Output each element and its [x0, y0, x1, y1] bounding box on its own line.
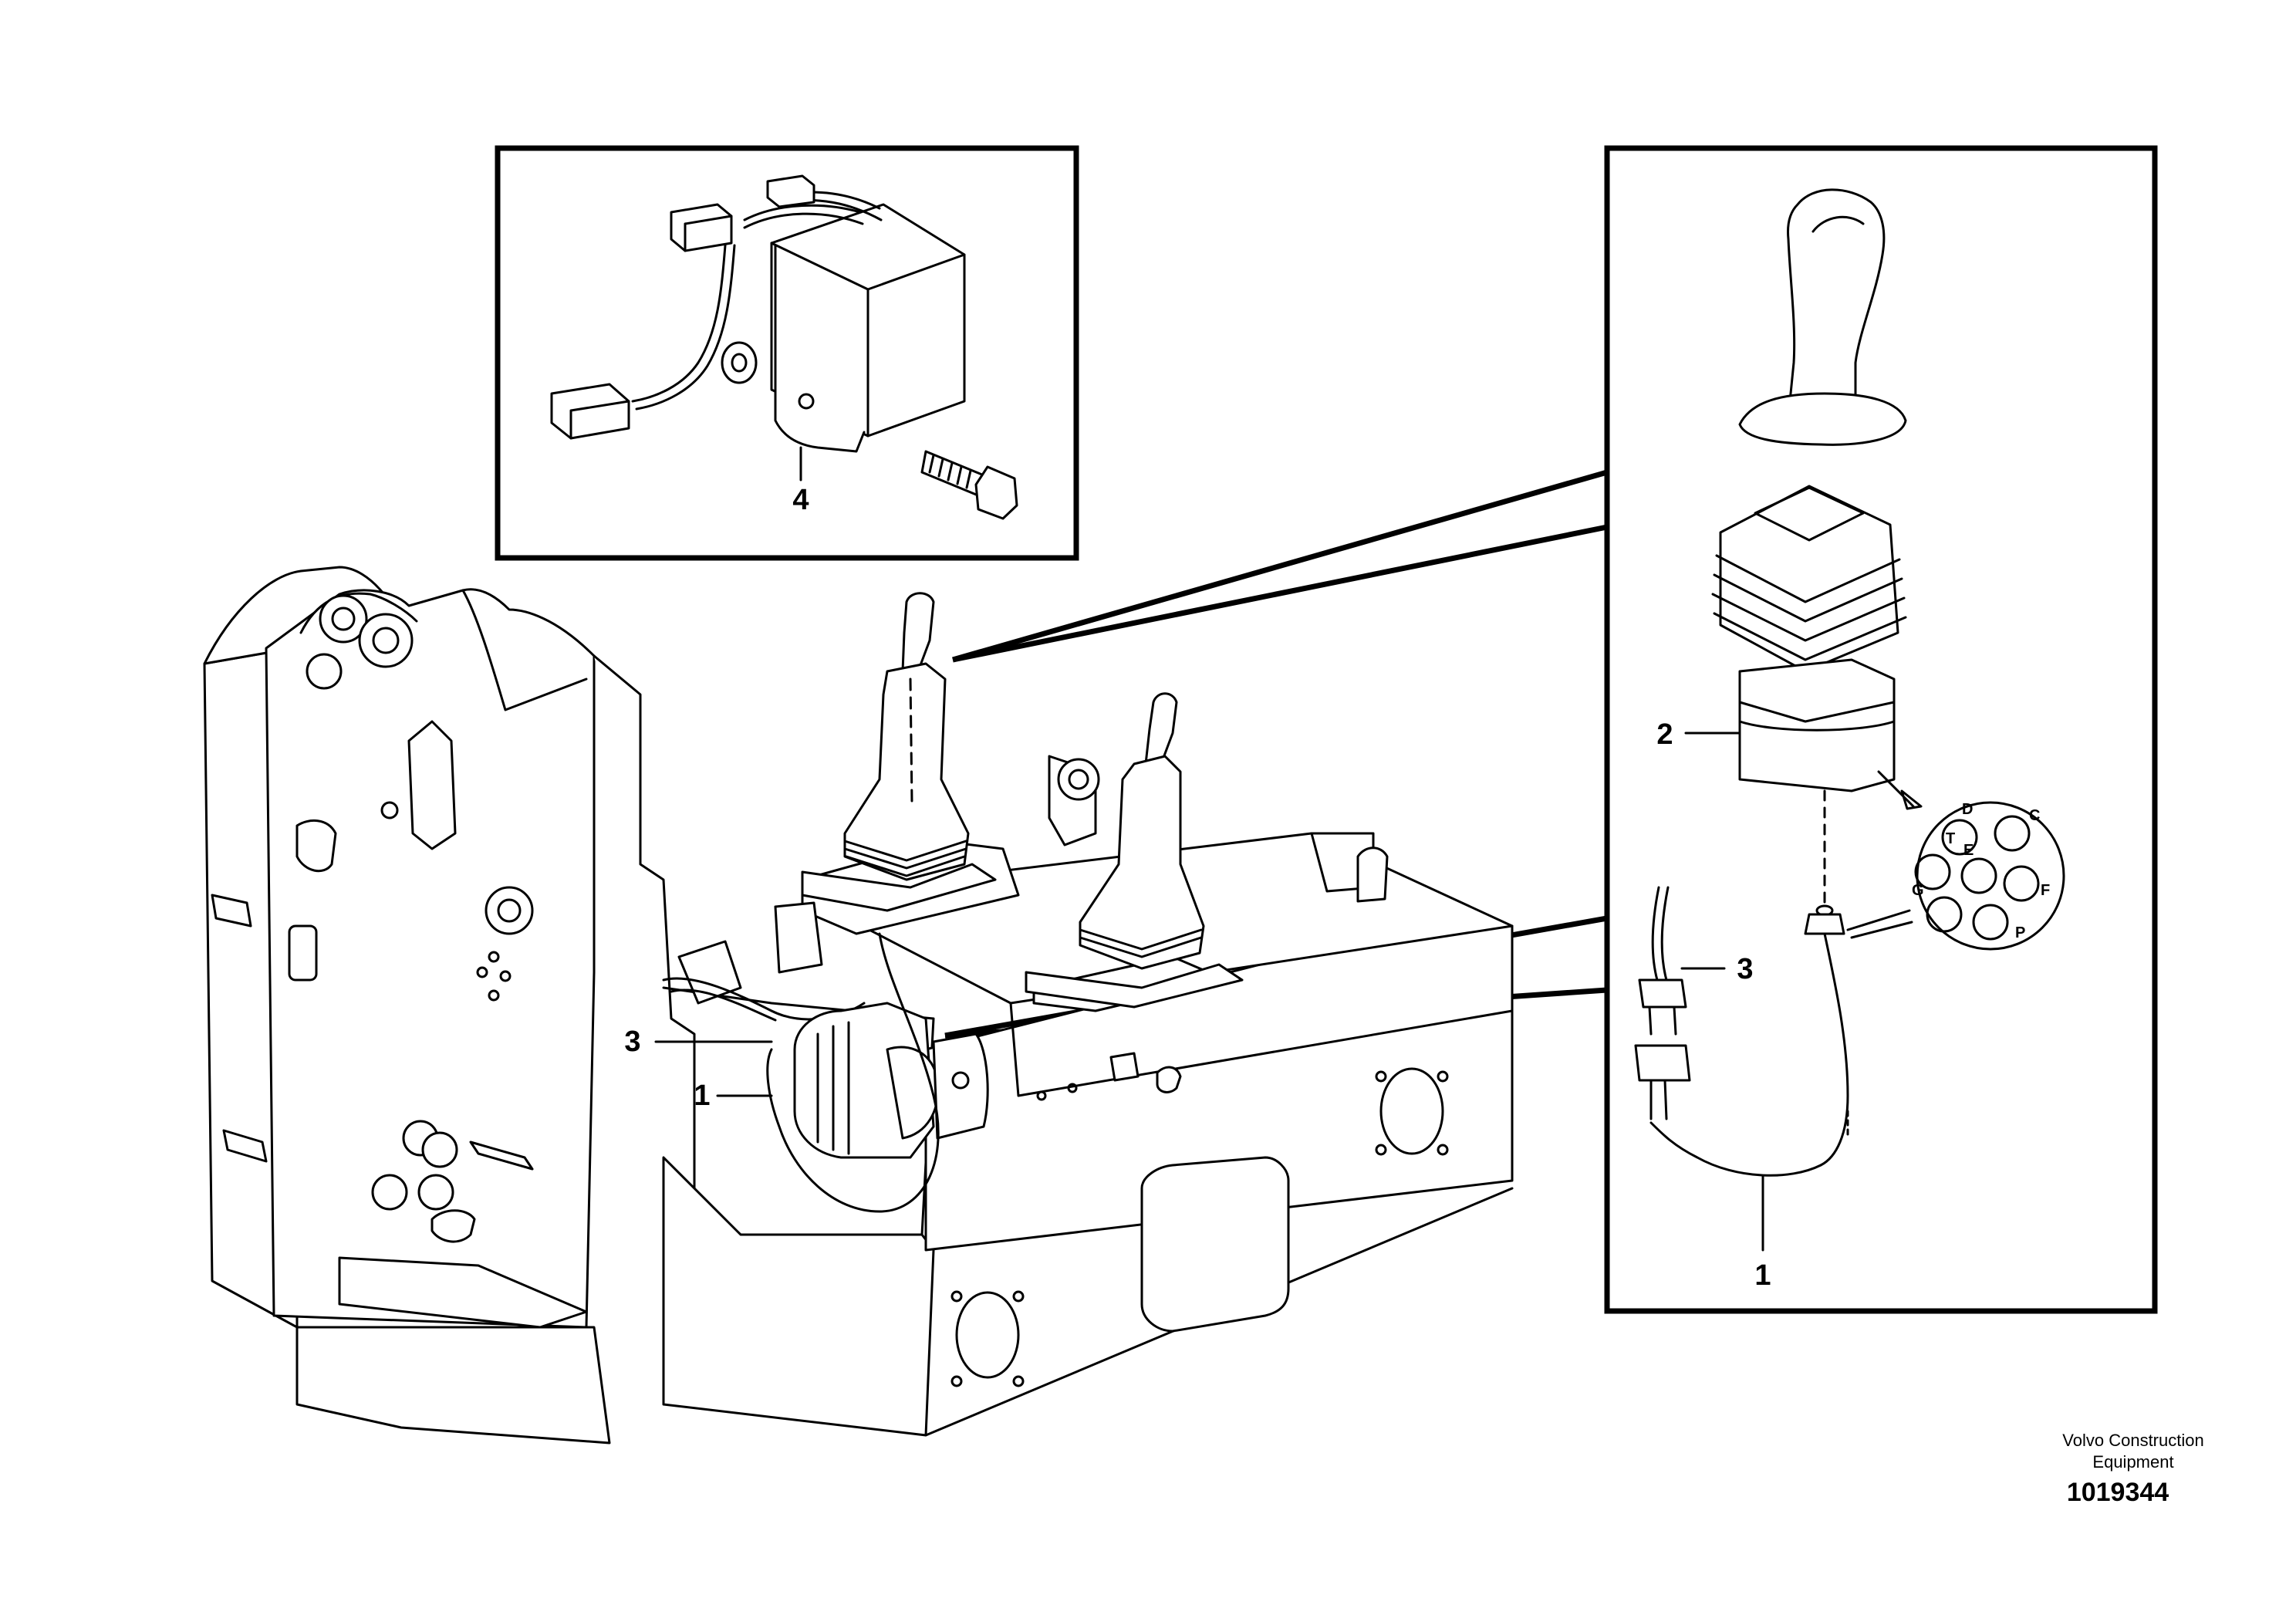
joystick-right — [1025, 692, 1244, 1009]
callout-3-main: 3 — [624, 1026, 640, 1058]
washer — [721, 341, 758, 384]
connector-male — [1634, 1044, 1691, 1082]
connector-face — [1916, 801, 2065, 951]
joystick-right-handle — [1144, 692, 1178, 765]
frame-bottom — [295, 1326, 611, 1445]
connector-upper — [670, 203, 733, 252]
pin-label-t: T — [1946, 830, 1955, 847]
harness-cable — [1649, 1121, 1822, 1177]
footer: Volvo Construction Equipment 1019344 — [2062, 1431, 2203, 1507]
main-cable-loop — [766, 932, 940, 1213]
bolt — [920, 450, 1018, 520]
joystick-handle — [1787, 188, 1886, 403]
callout-1-inset: 1 — [1754, 1259, 1771, 1292]
joystick-left-boot — [843, 662, 970, 881]
knob — [295, 819, 337, 873]
brand-line-2: Equipment — [2092, 1452, 2173, 1472]
pin-label-e: E — [1963, 842, 1974, 859]
joystick-left — [801, 592, 997, 912]
access-panel — [1140, 1156, 1290, 1333]
mounting-bracket — [774, 244, 866, 453]
inset-joystick: D C T E G F P 2 3 1 — [1604, 145, 2158, 1314]
pin-label-p: P — [2015, 924, 2025, 941]
connector-female — [1638, 978, 1687, 1009]
main-assembly: 3 1 — [203, 566, 1514, 1445]
side-panel-main — [265, 588, 596, 1329]
callout-3-inset: 3 — [1737, 953, 1753, 985]
handle-base-cap — [1738, 392, 1907, 446]
pin-label-d: D — [1962, 801, 1973, 818]
callout-1-main: 1 — [694, 1080, 710, 1112]
joystick-left-handle — [901, 592, 935, 673]
brand-line-1: Volvo Construction — [2062, 1431, 2203, 1450]
inline-connector-pair — [1634, 886, 1691, 1120]
connector-lower — [550, 383, 630, 440]
inset-frame-top — [495, 145, 1079, 561]
connector-top — [766, 174, 815, 208]
rubber-boot — [1711, 485, 1907, 673]
inset-control-unit: 4 — [495, 145, 1079, 561]
pin-connector-view: D C T E G F P — [1846, 770, 2065, 951]
pin-label-c: C — [2029, 807, 2040, 824]
joystick-right-boot — [1079, 755, 1205, 970]
callout-4: 4 — [792, 484, 809, 516]
pin-label-f: F — [2041, 882, 2050, 899]
joystick-collar — [1738, 720, 1896, 792]
connector-plug — [1804, 913, 1845, 935]
document-number: 1019344 — [2067, 1478, 2169, 1507]
pin-label-g: G — [1912, 882, 1924, 899]
inset-frame-right — [1604, 145, 2158, 1314]
callout-2-inset: 2 — [1656, 718, 1673, 751]
